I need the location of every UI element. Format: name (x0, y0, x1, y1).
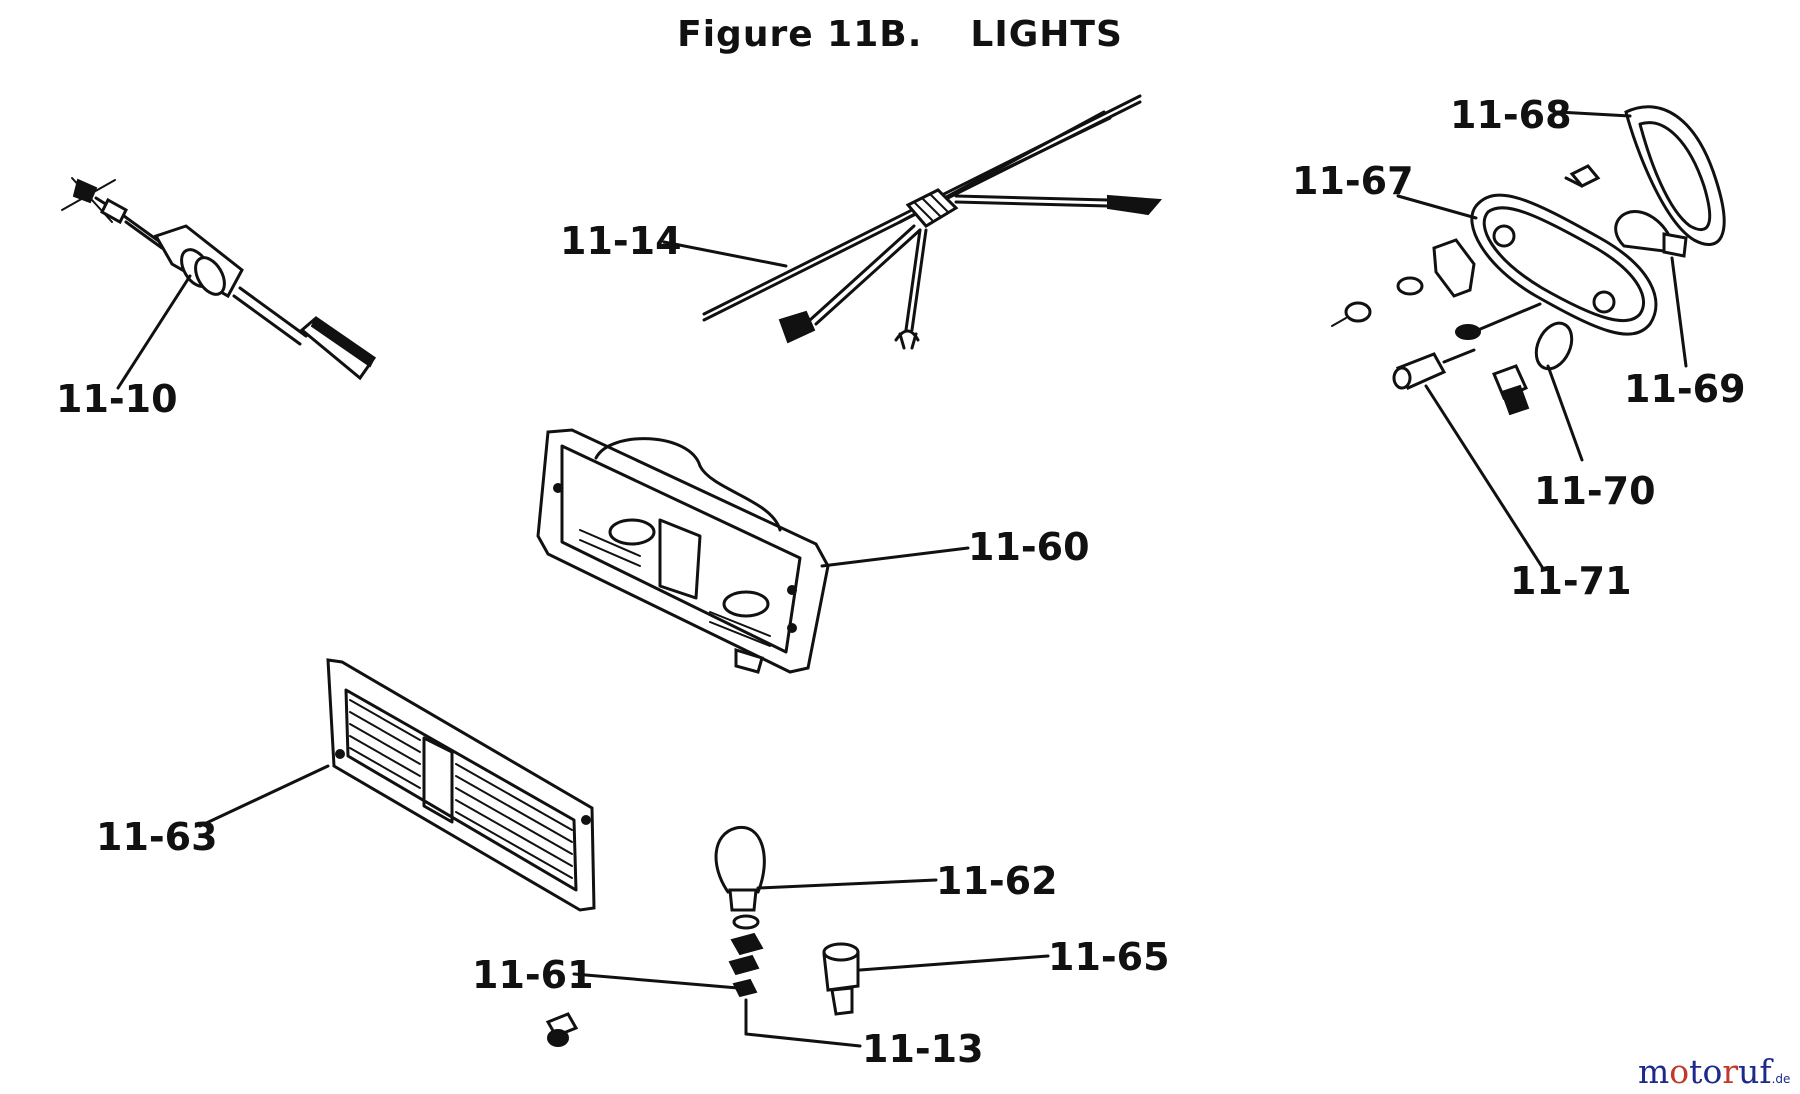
callout-11-68: 11-68 (1450, 93, 1572, 137)
callout-11-62: 11-62 (936, 859, 1058, 903)
part-11-13-connector (744, 998, 862, 1048)
callout-11-71: 11-71 (1510, 559, 1632, 603)
part-11-68-lens-rim (1556, 105, 1726, 246)
figure-title: Figure 11B. LIGHTS (0, 14, 1800, 55)
part-11-70-reflector-clip (1492, 321, 1584, 462)
tail-lamp-hardware (1331, 238, 1476, 327)
callout-11-69: 11-69 (1624, 367, 1746, 411)
callout-11-10: 11-10 (56, 377, 178, 421)
figure-number: Figure 11B. (677, 14, 923, 55)
part-11-10-wire-connector (61, 177, 377, 390)
figure-name: LIGHTS (970, 14, 1123, 55)
callout-11-63: 11-63 (96, 815, 218, 859)
callout-11-14: 11-14 (560, 219, 682, 263)
callout-11-67: 11-67 (1292, 159, 1414, 203)
part-11-61-socket (545, 914, 764, 1047)
callout-11-61: 11-61 (472, 953, 594, 997)
part-11-14-wire-harness (662, 94, 1163, 350)
part-11-67-lamp-base (1396, 164, 1658, 336)
part-11-62-bulb (714, 825, 938, 912)
part-11-60-lamp-housing (536, 428, 970, 674)
callout-11-65: 11-65 (1048, 935, 1170, 979)
callout-11-70: 11-70 (1534, 469, 1656, 513)
part-11-65-socket-plug (822, 942, 1050, 1016)
part-11-69-tail-bulb (1614, 210, 1688, 368)
callout-11-13: 11-13 (862, 1027, 984, 1071)
part-11-63-lens-grille (198, 658, 596, 912)
watermark-logo: motoruf.de (1638, 1052, 1790, 1091)
watermark-text: motoruf (1638, 1052, 1772, 1091)
callout-11-60: 11-60 (968, 525, 1090, 569)
part-11-71-pin-spacer (1392, 302, 1546, 572)
watermark-suffix: .de (1771, 1072, 1791, 1086)
